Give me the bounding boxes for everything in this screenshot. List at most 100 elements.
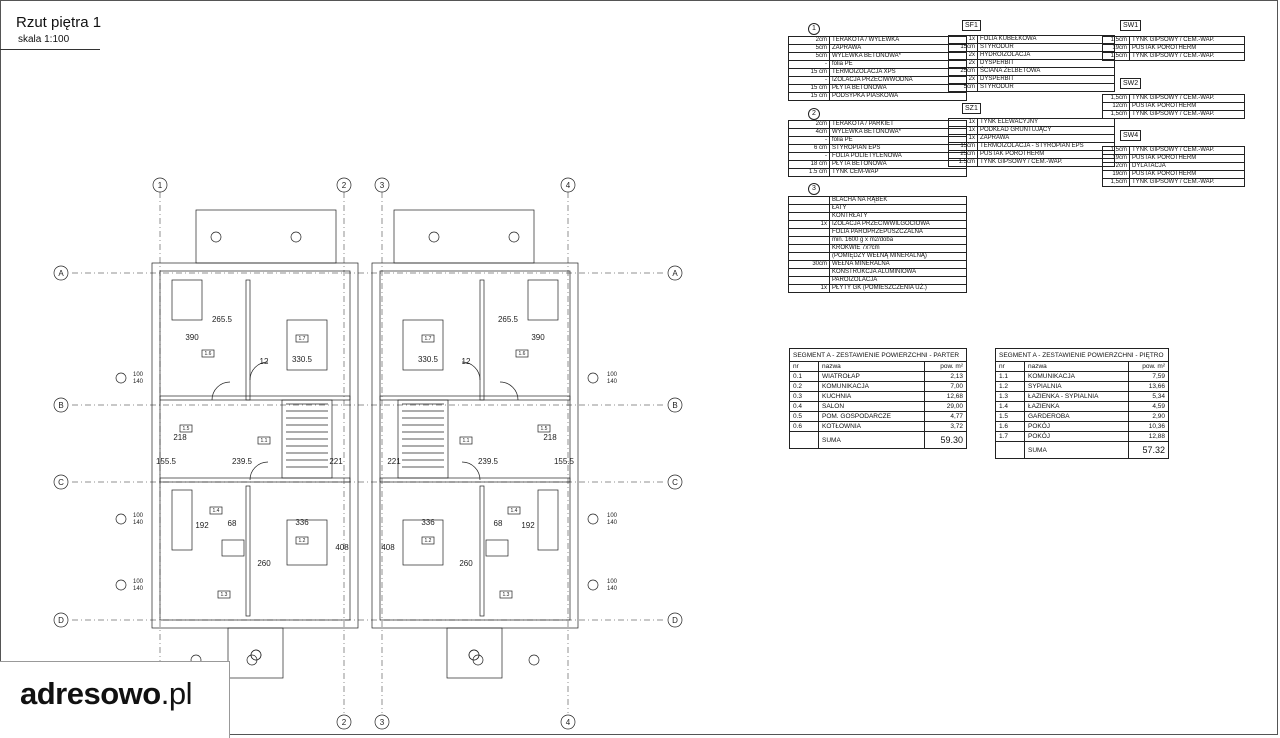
area-col-header: nazwa	[1023, 361, 1130, 372]
window-marker	[115, 372, 127, 384]
grid-axis-bubble	[374, 177, 390, 193]
dimension-label: 390	[185, 333, 199, 342]
area-cell: GARDEROBA	[1023, 411, 1130, 422]
window-marker	[587, 579, 599, 591]
spec-material: FOLIA PAROPRZEPUSZCZALNA	[829, 228, 967, 237]
area-cell: 29,00	[924, 401, 967, 412]
room-number: 1.5	[183, 426, 190, 432]
spec-material: TERAKOTA / WYLEWKA	[829, 36, 967, 45]
spec-marker-2: 2	[808, 108, 820, 120]
spec-thickness	[788, 268, 830, 277]
grid-axis-label: 3	[380, 181, 385, 190]
window-marker	[115, 513, 127, 525]
door-swing	[249, 361, 269, 381]
bath-fixture	[171, 279, 203, 321]
stair-block	[281, 399, 333, 479]
spec-material: TYNK GIPSOWY / CEM.-WAP.	[1129, 94, 1245, 103]
spec-material: TERAKOTA / PARKIET	[829, 120, 967, 129]
spec-material: ŁATY	[829, 204, 967, 213]
stair-block	[397, 399, 449, 479]
partition-wall	[159, 395, 351, 401]
door-swing	[211, 381, 231, 401]
area-table-parter: SEGMENT A - ZESTAWIENIE POWIERZCHNI - PA…	[789, 348, 967, 449]
spec-thickness: 2cm	[788, 36, 830, 45]
spec-material: PUSTAK POROTHERM	[977, 150, 1115, 159]
dimension-label: 390	[531, 333, 545, 342]
spec-material: TERMOIZOLACJA - STYROPIAN EPS	[977, 142, 1115, 151]
grid-axis-bubble	[560, 714, 576, 730]
room-tag	[295, 334, 309, 343]
window-width: 100	[133, 579, 144, 585]
spec-material: TYNK GIPSOWY / CEM.-WAP.	[1129, 36, 1245, 45]
dimension-label: 68	[228, 519, 237, 528]
spec-material: TYNK CEM-WAP	[829, 168, 967, 177]
spec-row: ŁATY	[788, 204, 967, 213]
dimension-label: 336	[295, 518, 309, 527]
area-cell: 0.6	[789, 421, 819, 432]
window-width: 100	[607, 579, 618, 585]
area-col-header: pow. m²	[924, 361, 967, 372]
partition-wall	[159, 477, 351, 483]
area-cell: 0.3	[789, 391, 819, 402]
area-sum-cell: 59.30	[924, 431, 967, 449]
dimension-label: 221	[387, 457, 401, 466]
spec-thickness: 1x	[948, 118, 978, 127]
spec-material: (POMIĘDZY WEŁNĄ MINERALNĄ)	[829, 252, 967, 261]
area-sum-cell: SUMA	[817, 431, 926, 449]
area-cell: ŁAZIENKA - SYPIALNIA	[1023, 391, 1130, 402]
door-swing	[461, 461, 481, 481]
spec-thickness: 5cm	[948, 83, 978, 92]
room-number: 1.7	[299, 336, 306, 342]
spec-thickness: 2x	[948, 59, 978, 68]
area-cell: 13,66	[1128, 381, 1169, 392]
segment-outer-wall	[151, 262, 359, 629]
dimension-label: 239.5	[478, 457, 499, 466]
adresowo-logo[interactable]: adresowo.pl	[0, 661, 230, 738]
grid-axis-label: D	[672, 616, 678, 625]
grid-axis-label: C	[58, 478, 64, 487]
area-cell: 1.6	[995, 421, 1025, 432]
partition-wall	[479, 279, 485, 401]
dimension-label: 265.5	[498, 315, 519, 324]
dimension-label: 12	[260, 357, 269, 366]
drain-symbol	[246, 654, 258, 666]
grid-axis-bubble	[667, 612, 683, 628]
dimension-label: 155.5	[554, 457, 575, 466]
spec-material: DYLATACJA	[1129, 162, 1245, 171]
room-tag	[499, 590, 513, 599]
spec-thickness: 1,5cm	[1102, 94, 1130, 103]
area-sum-cell	[789, 431, 819, 449]
grid-axis-bubble	[374, 714, 390, 730]
drain-symbol	[210, 231, 222, 243]
spec-material: KROKWIE 7x?cm	[829, 244, 967, 253]
room-box	[286, 519, 328, 566]
dimension-label: 408	[335, 543, 349, 552]
area-cell: 1.1	[995, 371, 1025, 382]
area-cell: ŁAZIENKA	[1023, 401, 1130, 412]
spec-thickness	[788, 204, 830, 213]
spec-material: TYNK GIPSOWY / CEM.-WAP.	[1129, 146, 1245, 155]
spec-thickness: -	[788, 136, 830, 145]
grid-axis-label: 2	[342, 181, 347, 190]
